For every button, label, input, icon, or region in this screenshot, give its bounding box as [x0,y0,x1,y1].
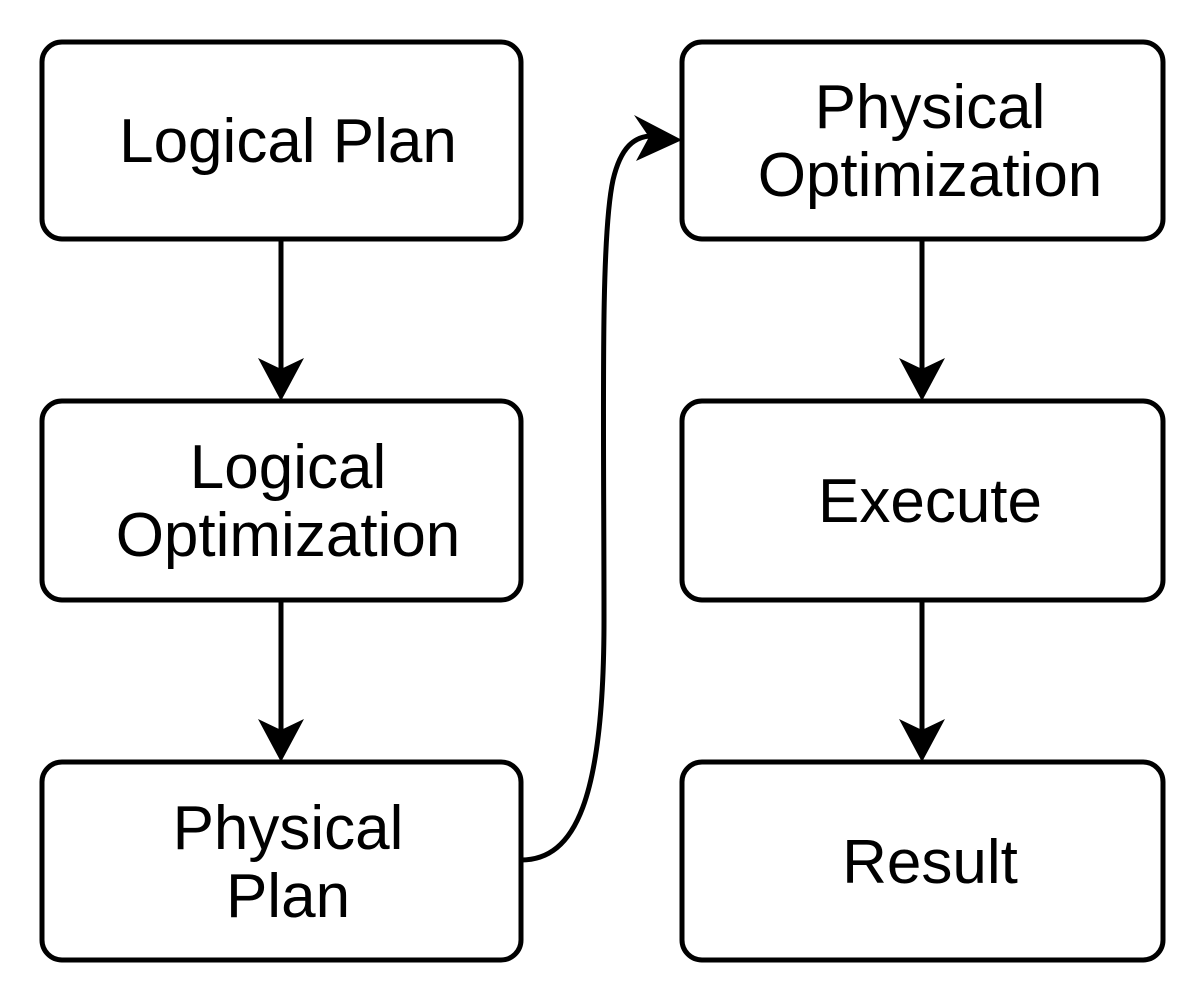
node-physical-optimization[interactable]: Physical Optimization [679,39,1166,242]
node-shape[interactable] [679,39,1166,242]
edge-logical-plan-to-logical-optimization [258,239,304,401]
node-label-line-1: Result [842,828,1018,897]
node-shape[interactable] [679,759,1166,963]
edge-curve [520,133,651,863]
node-label-line-1: Physical [173,794,404,863]
node-label-line-2: Optimization [758,141,1103,210]
edge-physical-optimization-to-execute [899,239,945,401]
node-label-line-2: Plan [226,862,350,931]
arrowhead-down-icon [899,358,945,401]
node-label-line-1: Logical [190,433,386,502]
node-shape[interactable] [39,39,524,242]
edge-physical-plan-to-physical-optimization [520,115,682,863]
node-label-line-1: Logical Plan [119,107,457,176]
node-execute[interactable]: Execute [679,398,1166,603]
arrowhead-down-icon [258,719,304,762]
node-label-line-1: Execute [818,467,1042,536]
node-label-line-1: Physical [815,73,1046,142]
node-shape[interactable] [679,398,1166,603]
arrowhead-down-icon [258,358,304,401]
edge-execute-to-result [899,600,945,762]
arrowhead-down-icon [899,719,945,762]
node-shape[interactable] [39,759,524,963]
node-shape[interactable] [39,398,524,603]
node-physical-plan[interactable]: Physical Plan [39,759,524,963]
node-result[interactable]: Result [679,759,1166,963]
node-logical-plan[interactable]: Logical Plan [39,39,524,242]
node-logical-optimization[interactable]: Logical Optimization [39,398,524,603]
edge-logical-optimization-to-physical-plan [258,600,304,762]
node-label-line-2: Optimization [116,501,461,570]
arrowhead-right-icon [634,115,682,161]
